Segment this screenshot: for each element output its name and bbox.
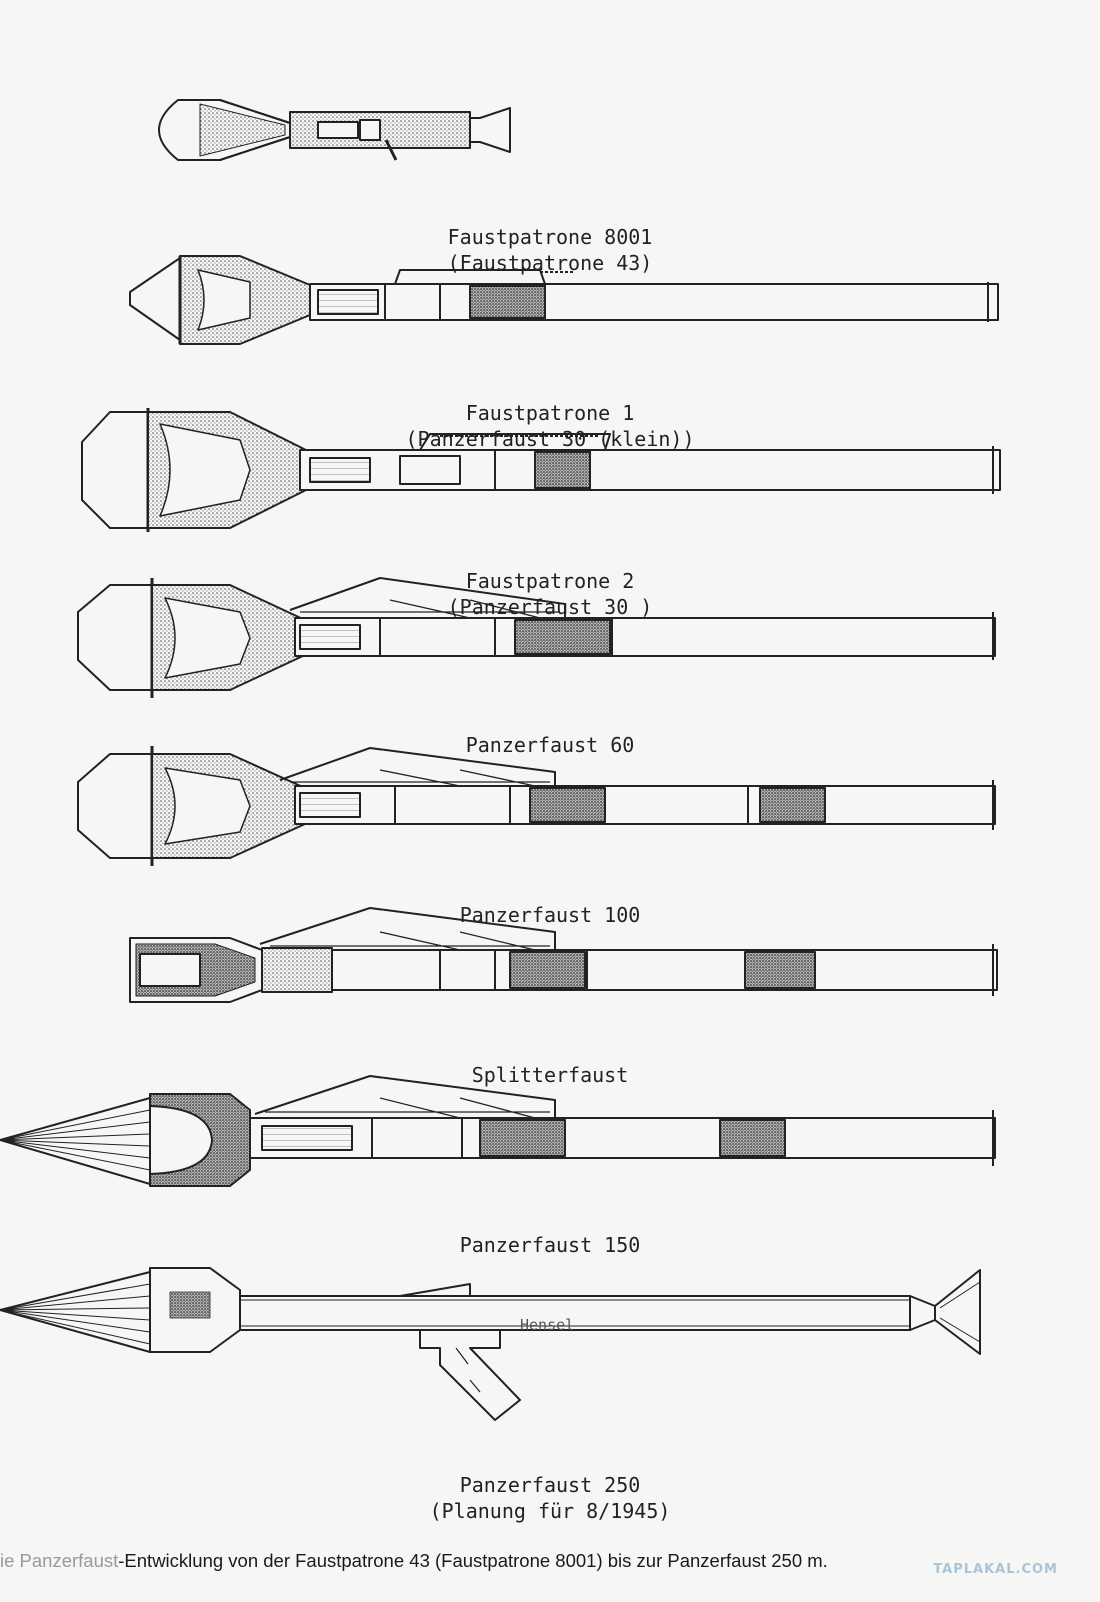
label-faustpatrone-1: Faustpatrone 1(Panzerfaust 30 (klein)) (405, 401, 695, 451)
label-faustpatrone-2: Faustpatrone 2(Panzerfaust 30 ) (447, 569, 653, 619)
watermark: TAPLAKAL.COM (933, 1562, 1058, 1577)
panzerfaust-100-drawing (77, 746, 996, 866)
panzerfaust-250-drawing (0, 1267, 981, 1421)
splitterfaust-drawing (129, 907, 998, 1003)
hensel-stamp: Hensel (520, 1316, 574, 1334)
label-panzerfaust-60: Panzerfaust 60 (465, 733, 635, 757)
panzerfaust-150-drawing (0, 1075, 996, 1187)
label-panzerfaust-150: Panzerfaust 150 (459, 1233, 641, 1257)
faustpatrone-2-drawing (81, 408, 1001, 532)
label-panzerfaust-250: Panzerfaust 250(Planung für 8/1945) (429, 1473, 671, 1523)
panzerfaust-60-drawing (77, 577, 996, 698)
figure-caption: ie Panzerfaust-Entwicklung von der Faust… (0, 1550, 1100, 1572)
label-splitterfaust: Splitterfaust (471, 1063, 629, 1087)
label-faustpatrone-8001: Faustpatrone 8001(Faustpatrone 43) (447, 225, 653, 275)
label-panzerfaust-100: Panzerfaust 100 (459, 903, 641, 927)
faustpatrone-8001-drawing (158, 99, 511, 161)
caption-lead: ie Panzerfaust (0, 1550, 119, 1571)
faustpatrone-1-drawing (129, 255, 999, 345)
caption-text: -Entwicklung von der Faustpatrone 43 (Fa… (118, 1550, 828, 1571)
